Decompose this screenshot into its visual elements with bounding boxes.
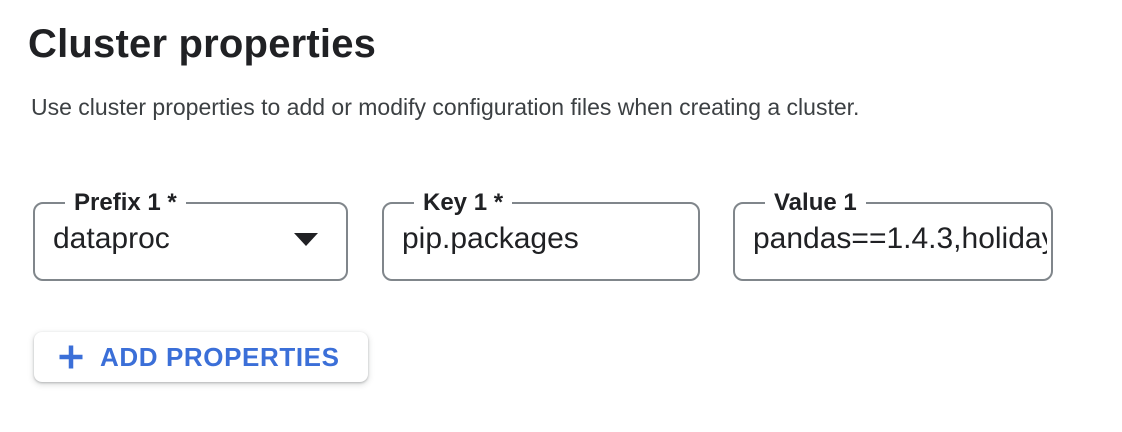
prefix-selected-value: dataproc xyxy=(53,222,170,255)
prefix-select-row[interactable]: dataproc xyxy=(53,219,342,259)
add-properties-button[interactable]: ADD PROPERTIES xyxy=(34,332,368,382)
add-properties-label: ADD PROPERTIES xyxy=(100,341,340,372)
key-field: Key 1 * xyxy=(382,189,700,281)
value-field: Value 1 xyxy=(733,189,1053,281)
page-title: Cluster properties xyxy=(28,22,377,66)
value-input[interactable] xyxy=(753,219,1047,259)
value-label: Value 1 xyxy=(774,189,857,216)
page-description: Use cluster properties to add or modify … xyxy=(31,94,860,120)
plus-icon xyxy=(56,342,86,372)
prefix-select[interactable]: Prefix 1 * dataproc xyxy=(33,189,348,281)
key-input[interactable] xyxy=(402,219,694,259)
prefix-label: Prefix 1 * xyxy=(74,189,177,216)
dropdown-arrow-icon xyxy=(294,232,318,246)
key-label: Key 1 * xyxy=(423,189,504,216)
